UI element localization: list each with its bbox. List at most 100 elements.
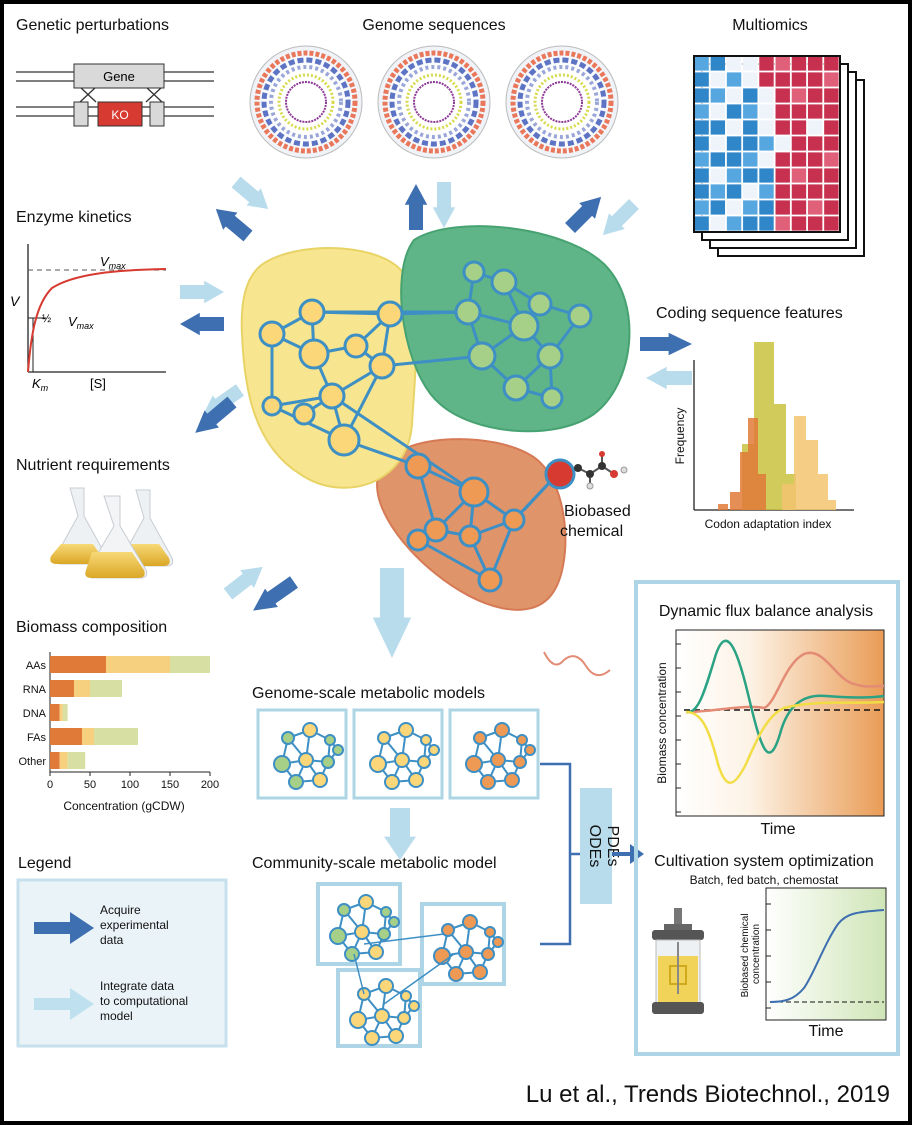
network-node [428,744,440,756]
network-node [312,772,328,788]
omics-cell [726,215,743,232]
michaelis-menten-curve [27,268,167,373]
network-node [462,914,478,930]
omics-cell [774,103,791,120]
simulation-box [634,580,900,1056]
omics-cell [790,87,807,104]
omics-cell [726,199,743,216]
genome-ring-yellow [533,73,591,131]
orange-node [423,517,449,543]
community-link [383,953,455,1005]
yellow-node [368,352,396,380]
omics-cell [726,87,743,104]
histogram-bar [782,484,794,510]
network-node [408,772,424,788]
network-node [394,752,410,768]
network-node [417,755,431,769]
orange-node [406,528,430,552]
citation-credit: Lu et al., Trends Biotechnol., 2019 [525,1081,890,1108]
genome-map-1 [249,45,363,159]
network-node [298,752,314,768]
figure-canvas: Genetic perturbations Gene KO Genome seq… [10,17,900,1056]
yellow-node [376,300,404,328]
genome-ring-red [254,50,358,154]
omics-cell [726,119,743,136]
omics-cell [790,199,807,216]
omics-cell [758,199,775,216]
dfba-curve-orange [685,651,885,714]
integrate-arrow [432,182,456,228]
integrate-arrow [231,176,269,209]
green-node [536,342,564,370]
omics-cell [774,55,791,72]
community-net-orange [433,914,504,982]
omics-cell [693,215,710,232]
gsmm-title: Genome-scale metabolic models [252,685,485,702]
green-node [567,303,593,329]
omics-cell [823,151,840,168]
green-node [502,374,530,402]
genome-sequences-title: Genome sequences [362,17,505,34]
yellow-cell [240,247,418,489]
acquire-arrow-icon [34,912,94,944]
network-node [472,964,488,980]
omics-cell [774,199,791,216]
simulation-panel: Dynamic flux balance analysis Biomass co… [634,580,900,1056]
biomass-bar-segment [50,656,106,673]
yellow-node [298,338,330,370]
network-node [484,926,496,938]
biomass-bar-segment [94,728,138,745]
omics-cell [693,199,710,216]
biomass-tick-label: 50 [84,779,96,791]
omics-cell [823,215,840,232]
network-node [364,1030,380,1046]
biomass-bar-segment [74,680,90,697]
biomass-tick-label: 150 [161,779,179,791]
histogram-bar [754,342,774,510]
genome-model-green [273,722,344,790]
histogram-bar [740,452,748,510]
biomass-bar-segment [106,656,170,673]
omics-cell [790,151,807,168]
network-node [458,944,474,960]
omics-cell [790,135,807,152]
network-node [480,774,496,790]
omics-cell [823,199,840,216]
omics-cell [709,103,726,120]
yellow-node [258,320,286,348]
biomass-tick-label: 100 [121,779,139,791]
central-network: Biobased chemical [240,225,631,677]
omics-cell [709,183,726,200]
yellow-node [261,395,283,417]
genome-map-2 [377,45,491,159]
biomass-bar-segment [59,704,63,721]
genome-sequences-panel: Genome sequences [249,17,619,159]
biomass-bar-segment [50,680,74,697]
genome-ring-red [510,50,614,154]
integrate-arrow-icon [34,988,94,1020]
genome-ring-light [269,65,343,139]
network-node [321,755,335,769]
biomass-bar-segment [62,704,68,721]
histogram-bar [828,500,836,510]
s-axis-label: [S] [90,376,106,391]
acquire-arrow [180,312,224,336]
omics-cell [742,135,759,152]
omics-cell [790,71,807,88]
cso-title: Cultivation system optimization [654,853,874,870]
biomass-row-label: DNA [23,708,47,720]
network-node [288,774,304,790]
figure-frame: Genetic perturbations Gene KO Genome seq… [4,4,908,1121]
network-node [397,1011,411,1025]
green-node [490,268,518,296]
network-node [380,906,392,918]
flasks-icon [50,487,174,579]
omics-cell [742,71,759,88]
acquire-arrow [215,209,253,242]
network-node [400,990,412,1002]
gene-label: Gene [103,69,135,84]
omics-cell [709,135,726,152]
biomass-bar-segment [67,752,86,769]
omics-cell [742,119,759,136]
omics-cell [807,215,824,232]
